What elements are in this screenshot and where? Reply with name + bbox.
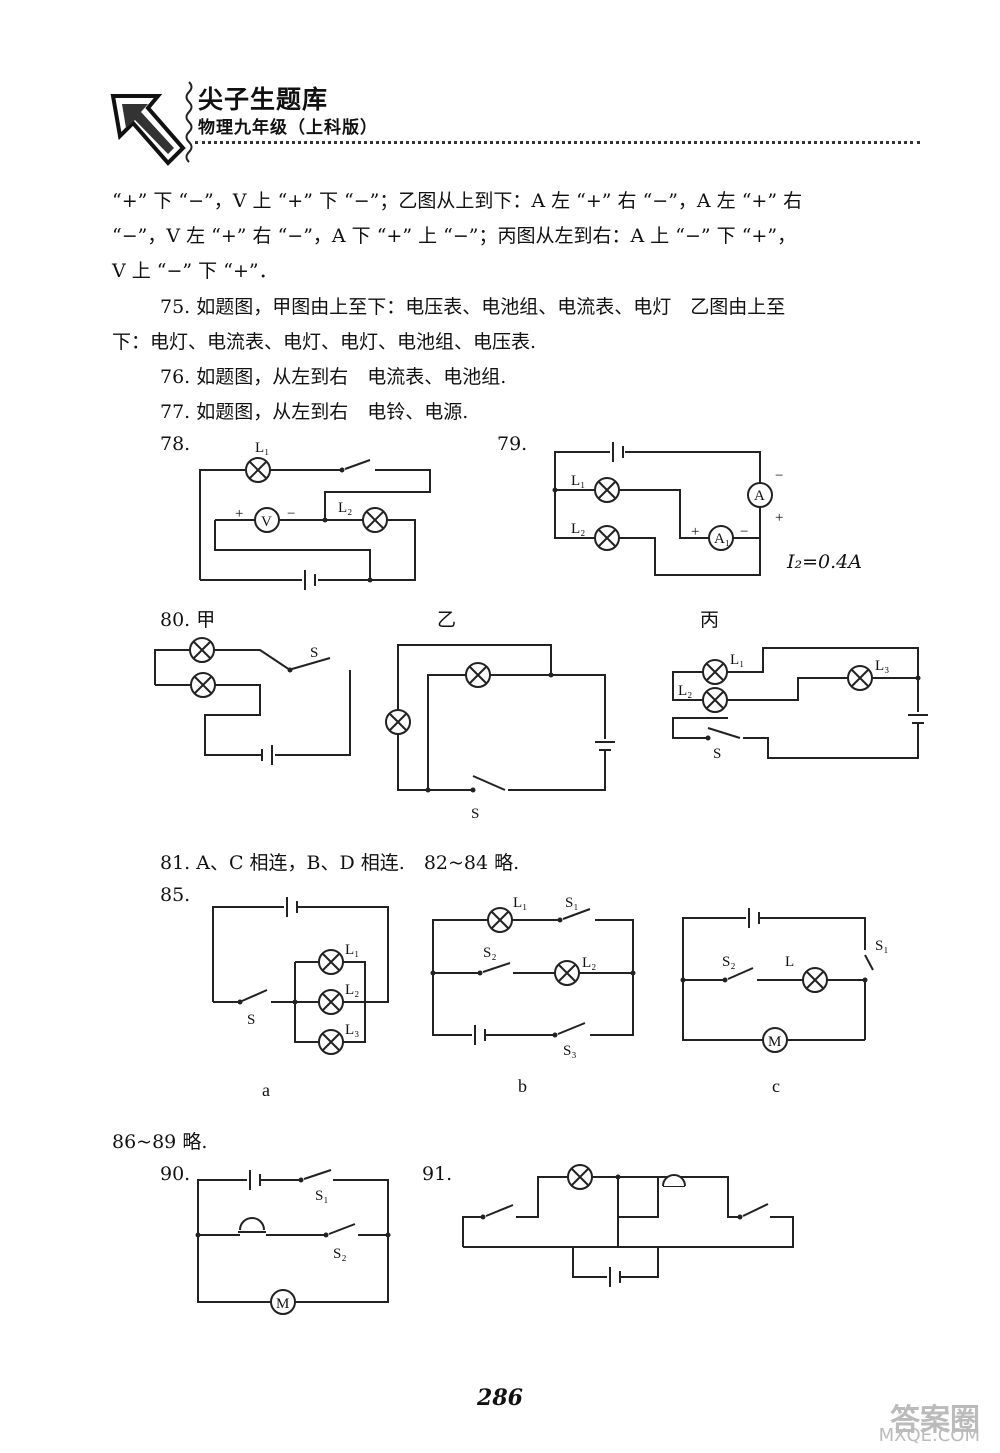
- switch-80b: [472, 775, 506, 791]
- header-wavy-divider: [185, 81, 193, 163]
- ammeter-A-label: A: [754, 488, 765, 504]
- label-L2: L₂: [338, 500, 352, 516]
- caption-c: c: [772, 1076, 780, 1096]
- question-91-number: 91.: [422, 1163, 453, 1185]
- label-90-S2: S₂: [333, 1246, 347, 1262]
- switch-85a-label: S: [247, 1012, 255, 1028]
- text-line-2: “−”，V 左 “+” 右 “−”，A 下 “+” 上 “−”；丙图从左到右：A…: [112, 225, 797, 247]
- circuit-80-jia: S: [154, 637, 351, 768]
- answer-75-line-1: 75. 如题图，甲图由上至下：电压表、电池组、电流表、电灯 乙图由上至: [160, 296, 786, 318]
- text-line-3: V 上 “−” 下 “+”．: [112, 260, 278, 282]
- question-80-bing: 丙: [700, 609, 720, 631]
- switch-85b-S1: [562, 908, 591, 920]
- header-dotted-rule: [195, 141, 920, 144]
- answer-76: 76. 如题图，从左到右 电流表、电池组.: [160, 366, 507, 388]
- switch-85c-S2: [727, 967, 754, 980]
- book-subtitle: 物理九年级（上科版）: [198, 118, 378, 138]
- switch-78: [344, 459, 371, 470]
- switch-91-left: [485, 1204, 514, 1217]
- bell-91: [662, 1174, 686, 1187]
- voltmeter-label: V: [261, 514, 272, 530]
- answer-86-89: 86~89 略.: [112, 1131, 208, 1153]
- motor-85c-label: M: [768, 1034, 781, 1050]
- circuit-85b: L₁ S₁ S₂ L₂ S₃: [430, 895, 636, 1059]
- text-line-1: “+” 下 “−”，V 上 “+” 下 “−”；乙图从上到下：A 左 “+” 右…: [112, 190, 803, 212]
- label-L1: L₁: [255, 440, 269, 456]
- circuit-85a: L₁ L₂ L₃ S: [212, 894, 389, 1055]
- question-80-yi: 乙: [437, 609, 457, 631]
- circuit-78: V L₁ L₂ + −: [199, 440, 431, 593]
- label-85a-L3: L₃: [345, 1022, 359, 1038]
- question-80-label: 80. 甲: [160, 609, 216, 631]
- switch-91-right: [742, 1203, 769, 1217]
- label-85b-L2: L₂: [582, 955, 596, 971]
- caption-a: a: [262, 1080, 270, 1100]
- label-80c-L3: L₃: [875, 658, 889, 674]
- label-80c-L1: L₁: [730, 652, 744, 668]
- watermark-url: MXQE.COM: [878, 1425, 980, 1446]
- book-logo-arrow-icon: [110, 94, 186, 166]
- plus-A: +: [775, 510, 783, 526]
- page-number: 286: [477, 1385, 523, 1411]
- switch-80c-label: S: [713, 746, 721, 762]
- switch-80c: [707, 727, 741, 739]
- circuit-91: [462, 1164, 794, 1290]
- current-I2-value: I₂=0.4A: [787, 551, 862, 573]
- label-85c-L: L: [785, 954, 794, 970]
- label-85a-L2: L₂: [345, 982, 359, 998]
- question-79-number: 79.: [497, 433, 528, 455]
- question-85-number: 85.: [160, 884, 191, 906]
- label-85b-S1: S₁: [565, 895, 579, 911]
- switch-80a: [291, 657, 331, 670]
- answer-77: 77. 如题图，从左到右 电铃、电源.: [160, 401, 469, 423]
- motor-90-label: M: [276, 1296, 289, 1312]
- book-title: 尖子生题库: [198, 85, 329, 114]
- ammeter-A1-label: A₁: [714, 531, 730, 547]
- switch-85a: [241, 989, 268, 1002]
- switch-90-S2: [328, 1223, 356, 1235]
- bell-90: [239, 1217, 265, 1231]
- label-85c-S2: S₂: [722, 954, 736, 970]
- question-90-number: 90.: [160, 1163, 191, 1185]
- switch-90-S1: [303, 1169, 332, 1180]
- label-79-L1: L₁: [571, 473, 585, 489]
- circuit-90: M S₁ S₂: [195, 1167, 391, 1315]
- switch-80a-label: S: [310, 645, 318, 661]
- label-85b-L1: L₁: [513, 895, 527, 911]
- circuit-80-bing: L₁ L₂ L₃ S: [672, 647, 931, 762]
- watermark-logo: 答案圈: [890, 1403, 980, 1438]
- circuit-80-yi: S: [385, 644, 618, 822]
- plus-sign: +: [235, 506, 243, 522]
- label-85b-S3: S₃: [563, 1043, 577, 1059]
- plus-A1: +: [691, 524, 699, 540]
- switch-85c-S1: [864, 954, 874, 971]
- label-85b-S2: S₂: [483, 945, 497, 961]
- minus-A: −: [775, 468, 783, 484]
- circuit-79: A A₁ L₁ L₂ − + + −: [552, 439, 783, 576]
- answer-81: 81. A、C 相连，B、D 相连. 82~84 略.: [160, 852, 520, 874]
- switch-85b-S2: [482, 962, 511, 973]
- switch-80b-label: S: [471, 806, 479, 822]
- label-79-L2: L₂: [571, 521, 585, 537]
- switch-85b-S3: [557, 1022, 586, 1035]
- question-78-number: 78.: [160, 433, 191, 455]
- label-85a-L1: L₁: [345, 942, 359, 958]
- label-80c-L2: L₂: [678, 683, 692, 699]
- caption-b: b: [518, 1076, 527, 1096]
- label-90-S1: S₁: [315, 1188, 329, 1204]
- label-85c-S1: S₁: [875, 938, 889, 954]
- motor-90: [270, 1289, 296, 1315]
- minus-A1: −: [740, 524, 748, 540]
- answer-75-line-2: 下：电灯、电流表、电灯、电灯、电池组、电压表.: [112, 331, 537, 353]
- circuit-85c: M S₁ S₂ L: [680, 905, 889, 1053]
- minus-sign: −: [287, 506, 295, 522]
